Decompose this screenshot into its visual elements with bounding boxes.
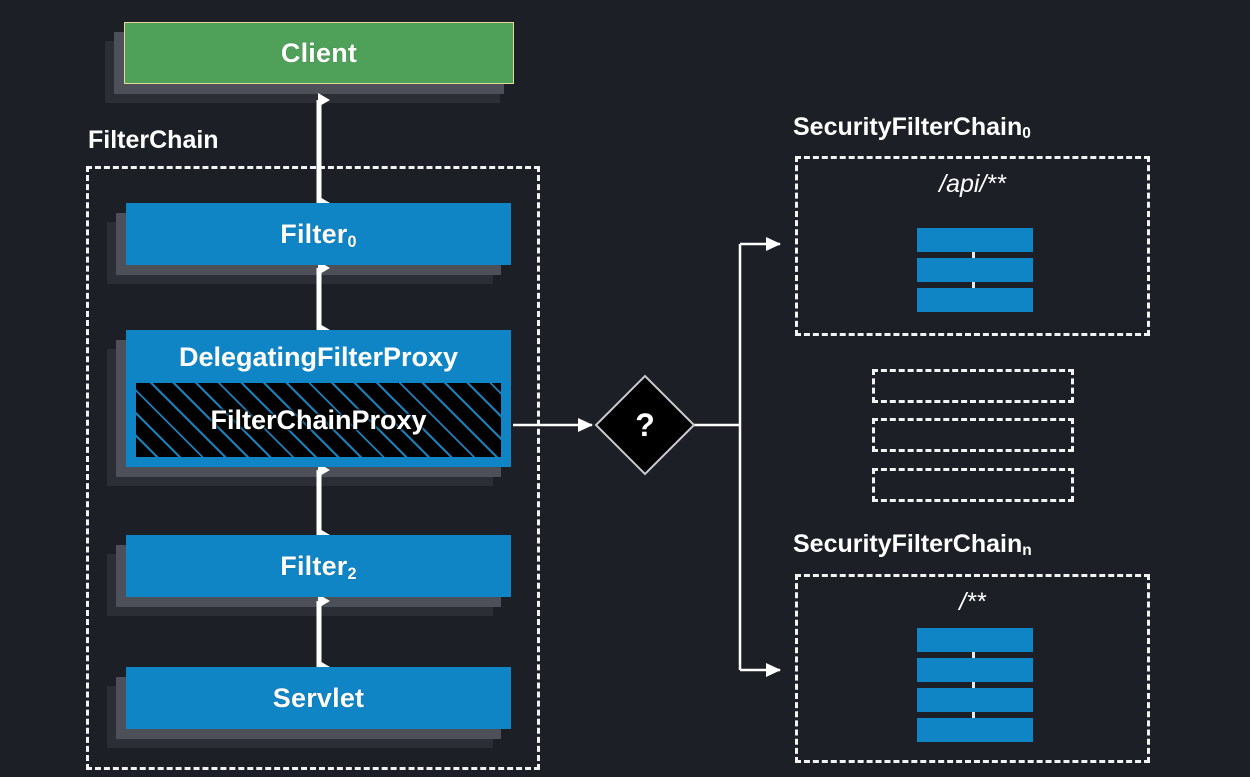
sfcn-link-1: [972, 650, 975, 658]
sfc0-link-2: [972, 280, 975, 288]
filter2-label: Filter2: [280, 550, 357, 583]
delegating-filter-proxy-label: DelegatingFilterProxy: [178, 341, 459, 372]
client-node[interactable]: Client: [124, 22, 514, 84]
filterchain-container: [86, 166, 540, 770]
securityfilterchainn-label: SecurityFilterChainn: [793, 530, 1032, 560]
sfcn-filter-bar-2[interactable]: [917, 658, 1033, 682]
sfcn-link-3: [972, 710, 975, 718]
securityfilterchain0-container: [795, 156, 1150, 336]
wire-decision-trunk: [690, 237, 781, 677]
filter2-node[interactable]: Filter2: [126, 535, 511, 597]
servlet-label: Servlet: [272, 682, 365, 713]
securityfilterchain0-label: SecurityFilterChain0: [793, 113, 1031, 143]
sfcn-filter-bar-1[interactable]: [917, 628, 1033, 652]
sfcn-link-2: [972, 680, 975, 688]
securityfilterchainn-container: [795, 574, 1150, 763]
filter-chain-proxy-node[interactable]: FilterChainProxy: [136, 383, 501, 457]
decision-diamond[interactable]: ?: [593, 373, 697, 477]
sfc0-filter-bar-1[interactable]: [917, 228, 1033, 252]
filter0-label: Filter0: [280, 218, 357, 251]
filter0-node[interactable]: Filter0: [126, 203, 511, 265]
sfc0-filter-bar-2[interactable]: [917, 258, 1033, 282]
securityfilterchain0-pattern: /api/**: [939, 170, 1006, 198]
client-label: Client: [280, 37, 358, 68]
filterchain-group-label: FilterChain: [88, 126, 219, 154]
ellipsis-chain-2: [872, 418, 1074, 452]
sfcn-filter-bar-3[interactable]: [917, 688, 1033, 712]
servlet-node[interactable]: Servlet: [126, 667, 511, 729]
ellipsis-chain-3: [872, 468, 1074, 502]
decision-label: ?: [635, 406, 655, 443]
decision-label-wrap: ?: [593, 373, 697, 477]
sfcn-filter-bar-4[interactable]: [917, 718, 1033, 742]
ellipsis-chain-1: [872, 369, 1074, 403]
sfc0-filter-bar-3[interactable]: [917, 288, 1033, 312]
delegating-filter-proxy-node[interactable]: DelegatingFilterProxy FilterChainProxy: [126, 330, 511, 467]
filter-chain-proxy-label: FilterChainProxy: [210, 404, 427, 435]
securityfilterchainn-pattern: /**: [959, 588, 986, 616]
sfc0-link-1: [972, 250, 975, 258]
